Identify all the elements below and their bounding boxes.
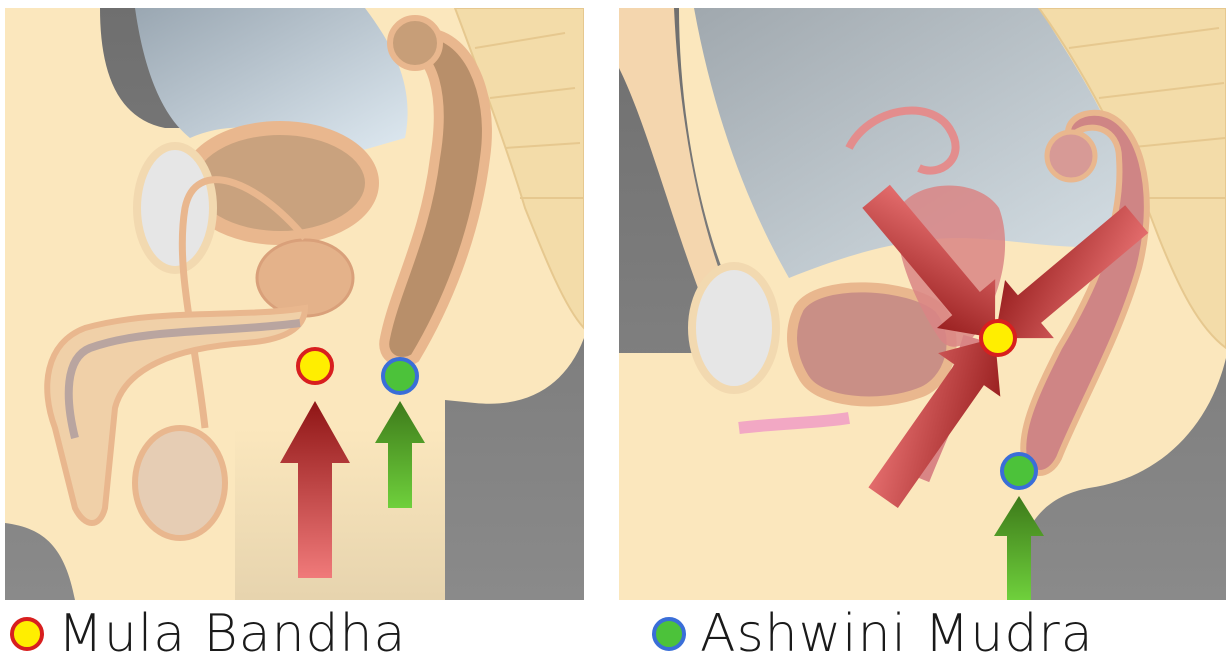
pubic-bone: [692, 266, 776, 390]
ashwini-mudra-marker: [1002, 454, 1036, 488]
testis: [135, 428, 225, 538]
ashwini-mudra-dot-icon: [652, 617, 686, 651]
colon-loop: [390, 18, 440, 68]
mula-bandha-marker: [298, 349, 332, 383]
mula-bandha-dot-icon: [10, 617, 44, 651]
prostate: [257, 240, 353, 316]
legend-item-mula-bandha: Mula Bandha: [10, 606, 406, 662]
ashwini-mudra-marker: [383, 359, 417, 393]
colon-loop: [1047, 132, 1095, 180]
male-pelvis-diagram: [5, 8, 584, 600]
mula-bandha-marker: [981, 321, 1015, 355]
pubic-bone: [137, 146, 213, 270]
female-pelvis-diagram: [619, 8, 1226, 600]
legend-label-mula-bandha: Mula Bandha: [58, 606, 406, 662]
legend-item-ashwini-mudra: Ashwini Mudra: [652, 606, 1094, 662]
legend-label-ashwini-mudra: Ashwini Mudra: [700, 606, 1094, 662]
